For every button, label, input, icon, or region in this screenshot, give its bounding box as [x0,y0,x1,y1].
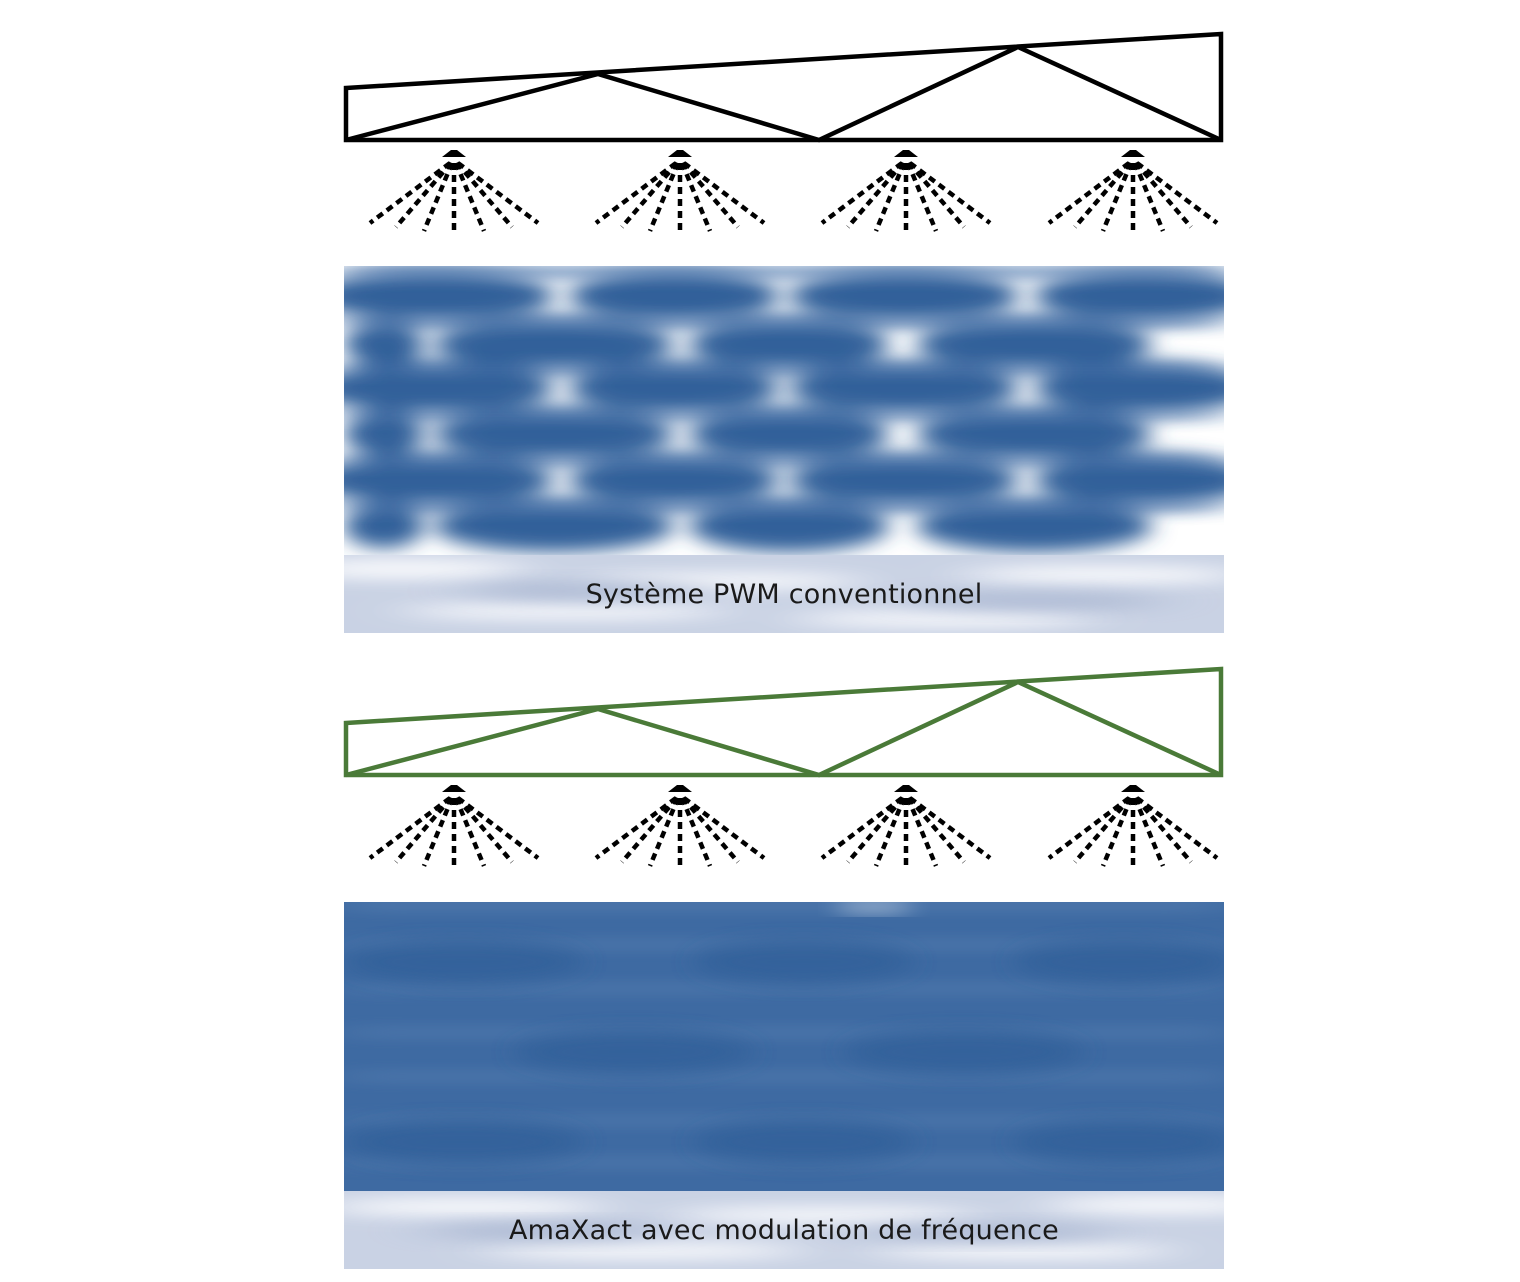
boom-frame [343,31,1224,143]
nozzle-row [370,785,1217,868]
caption-band-conventional: Système PWM conventionnel [344,555,1224,633]
spray-nozzle-icon [1049,150,1217,233]
spray-nozzle-icon [370,150,538,233]
panel-conventional: Système PWM conventionnel [343,31,1224,633]
panel-amaxact: AmaXact avec modulation de fréquence [0,635,1520,1276]
spray-nozzle-icon [1049,785,1217,868]
sprayer-boom-conventional [343,31,1224,240]
coverage-map-amaxact [344,902,1224,1191]
caption-band-amaxact: AmaXact avec modulation de fréquence [344,1191,1224,1269]
sprayer-boom-amaxact [343,666,1224,875]
caption-conventional: Système PWM conventionnel [585,578,983,610]
nozzle-row [370,150,1217,233]
coverage-map-conventional [344,266,1224,555]
spray-nozzle-icon [822,785,990,868]
spray-nozzle-icon [596,150,764,233]
spray-nozzle-icon [822,150,990,233]
spray-nozzle-icon [370,785,538,868]
caption-amaxact: AmaXact avec modulation de fréquence [509,1214,1059,1246]
spray-nozzle-icon [596,785,764,868]
boom-frame [343,666,1224,778]
